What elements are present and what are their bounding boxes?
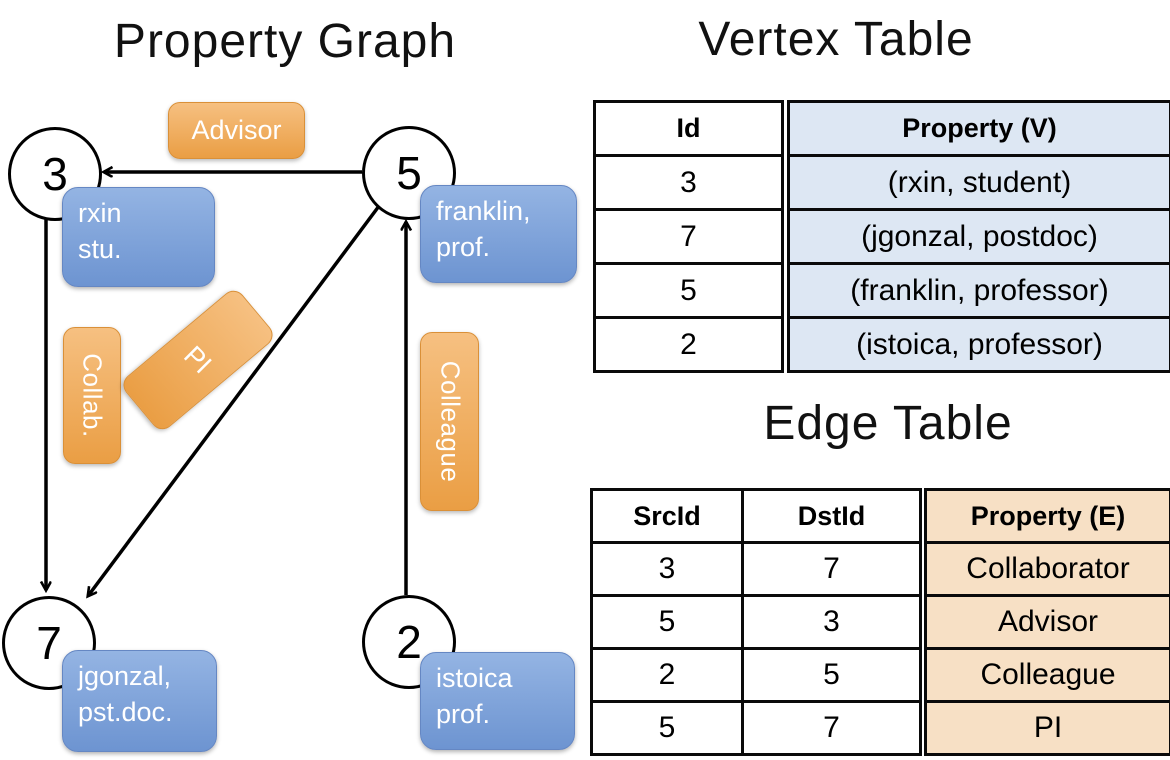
vertex-7-property-line2: pst.doc. (78, 696, 173, 727)
edge-table-property-header: Property (E) (927, 491, 1169, 541)
vertex-table-title: Vertex Table (698, 13, 974, 66)
vertex-property-cell: (istoica, professor) (856, 327, 1103, 361)
vertex-5-property-line2: prof. (436, 231, 491, 262)
vertex-3-property-line1: rxin (78, 198, 122, 228)
graph-edges (0, 0, 594, 760)
edge-dstid-cell: 5 (744, 650, 919, 700)
edge-table-dstid-header: DstId (744, 491, 919, 541)
edge-label-colleague-text: Colleague (435, 360, 465, 483)
vertex-7-property-line1: jgonzal, (78, 661, 172, 691)
edge-table-property-column: Property (E) Collaborator Advisor Collea… (924, 488, 1170, 756)
edge-srcid-cell: 3 (593, 544, 744, 594)
edge-label-pi-text: PI (178, 340, 218, 380)
edge-dstid-cell: 7 (744, 703, 919, 753)
table-row: 2 (596, 316, 781, 370)
edge-dstid-value: 7 (823, 711, 840, 744)
vertex-3-property-box: rxin stu. (62, 187, 215, 287)
table-row: PI (927, 700, 1169, 753)
edge-srcid-cell: 2 (593, 650, 744, 700)
property-graph-title: Property Graph (113, 15, 457, 68)
vertex-property-cell: (franklin, professor) (850, 273, 1109, 307)
edge-srcid-value: 2 (658, 658, 676, 691)
vertex-3-property-line2: stu. (78, 233, 122, 264)
table-row: (rxin, student) (790, 154, 1169, 208)
edge-table-srcid-header: SrcId (593, 491, 744, 541)
vertex-node-3-id: 3 (42, 148, 68, 200)
vertex-node-7-id: 7 (36, 617, 62, 669)
edge-dstid-cell: 7 (744, 544, 919, 594)
vertex-table-id-header: Id (596, 103, 781, 154)
edge-table-title: Edge Table (763, 397, 1013, 450)
table-row: 3 (596, 154, 781, 208)
vertex-id-cell: 5 (680, 273, 697, 307)
vertex-table-property-header-text: Property (V) (902, 113, 1057, 143)
vertex-node-5-id: 5 (396, 147, 422, 199)
edge-table-dstid-header-text: DstId (797, 500, 866, 531)
edge-dstid-value: 7 (823, 552, 840, 585)
table-row: Collaborator (927, 541, 1169, 594)
edge-property-cell: Collaborator (966, 552, 1130, 585)
edge-label-collab-text: Collab. (77, 353, 108, 438)
table-row: Colleague (927, 647, 1169, 700)
vertex-property-cell: (jgonzal, postdoc) (861, 219, 1098, 253)
vertex-table-property-column: Property (V) (rxin, student) (jgonzal, p… (787, 100, 1170, 373)
edge-dstid-cell: 3 (744, 597, 919, 647)
vertex-property-cell: (rxin, student) (887, 165, 1072, 199)
vertex-id-cell: 3 (680, 165, 697, 199)
edge-table-id-header-row: SrcId DstId (593, 491, 919, 541)
edge-dstid-value: 3 (823, 605, 840, 638)
edge-srcid-cell: 5 (593, 703, 744, 753)
vertex-id-cell: 7 (680, 219, 697, 253)
table-row: 2 5 (593, 647, 919, 700)
vertex-table-id-column: Id 3 7 5 2 (593, 100, 784, 373)
edge-dstid-value: 5 (823, 658, 840, 691)
edge-srcid-value: 5 (658, 605, 676, 638)
table-row: 7 (596, 208, 781, 262)
edge-label-advisor: Advisor (168, 102, 305, 159)
edge-property-cell: Advisor (997, 605, 1099, 638)
edge-pi-arrow (88, 204, 381, 596)
edge-label-advisor-text: Advisor (191, 115, 282, 145)
edge-property-cell: PI (1033, 711, 1063, 744)
vertex-2-property-line1: istoica (436, 663, 513, 693)
table-row: 3 7 (593, 541, 919, 594)
table-row: (istoica, professor) (790, 316, 1169, 370)
table-row: 5 7 (593, 700, 919, 753)
vertex-5-property-line1: franklin, (436, 196, 531, 226)
table-row: Advisor (927, 594, 1169, 647)
vertex-7-property-box: jgonzal, pst.doc. (62, 650, 217, 752)
edge-table-srcid-header-text: SrcId (633, 500, 701, 531)
table-row: (jgonzal, postdoc) (790, 208, 1169, 262)
vertex-node-2: 2 (362, 595, 456, 689)
vertex-table-id-header-text: Id (676, 113, 701, 143)
edge-table-property-header-text: Property (E) (970, 500, 1126, 531)
table-row: (franklin, professor) (790, 262, 1169, 316)
edge-srcid-value: 5 (658, 711, 676, 744)
edge-srcid-cell: 5 (593, 597, 744, 647)
vertex-2-property-box: istoica prof. (420, 652, 575, 750)
table-row: 5 (596, 262, 781, 316)
vertex-id-cell: 2 (680, 327, 697, 361)
vertex-node-2-id: 2 (396, 616, 422, 668)
edge-label-colleague: Colleague (420, 332, 479, 511)
edge-label-collab: Collab. (63, 327, 121, 464)
edge-table-id-columns: SrcId DstId 3 7 5 3 2 5 5 7 (590, 488, 922, 756)
table-row: 5 3 (593, 594, 919, 647)
vertex-2-property-line2: prof. (436, 698, 491, 729)
vertex-5-property-box: franklin, prof. (420, 185, 577, 283)
edge-srcid-value: 3 (658, 552, 676, 585)
edge-property-cell: Colleague (980, 658, 1116, 691)
vertex-table-property-header: Property (V) (790, 103, 1169, 154)
vertex-node-5: 5 (362, 126, 456, 220)
